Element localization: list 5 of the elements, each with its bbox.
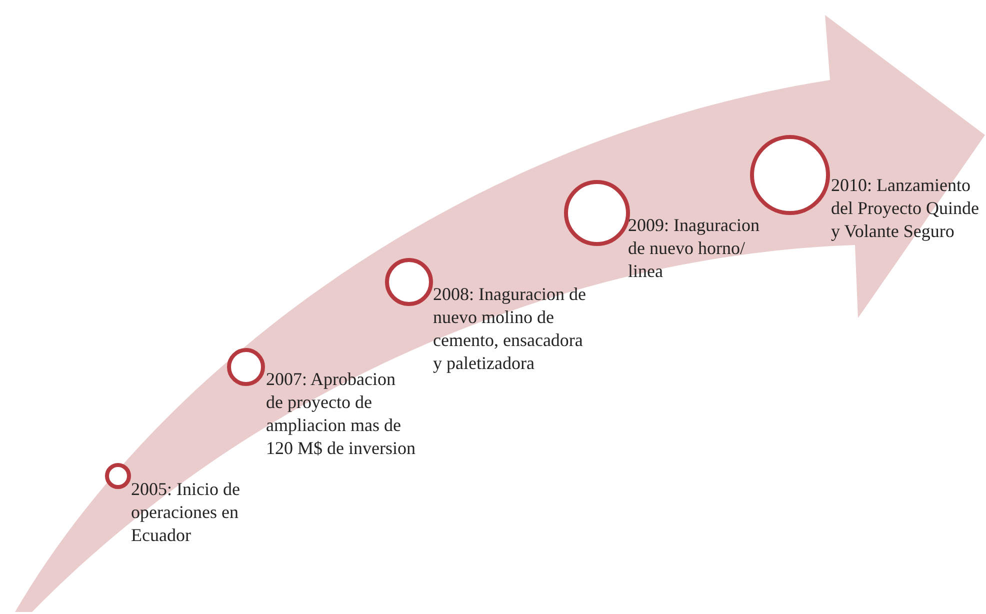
milestone-text: 2010: Lanzamiento del Proyecto Quinde y Volante Seguro: [831, 174, 980, 243]
milestone-text: 2008: Inaguracion de nuevo molino de cemento, ensacadora y paletizadora: [433, 283, 587, 375]
milestone-text: 2005: Inicio de operaciones en Ecuador: [131, 478, 241, 547]
milestone-text: 2009: Inaguracion de nuevo horno/ linea: [628, 214, 760, 283]
milestone-text: 2007: Aprobacion de proyecto de ampliacion mas de 120 M$ de inversion: [266, 368, 416, 460]
